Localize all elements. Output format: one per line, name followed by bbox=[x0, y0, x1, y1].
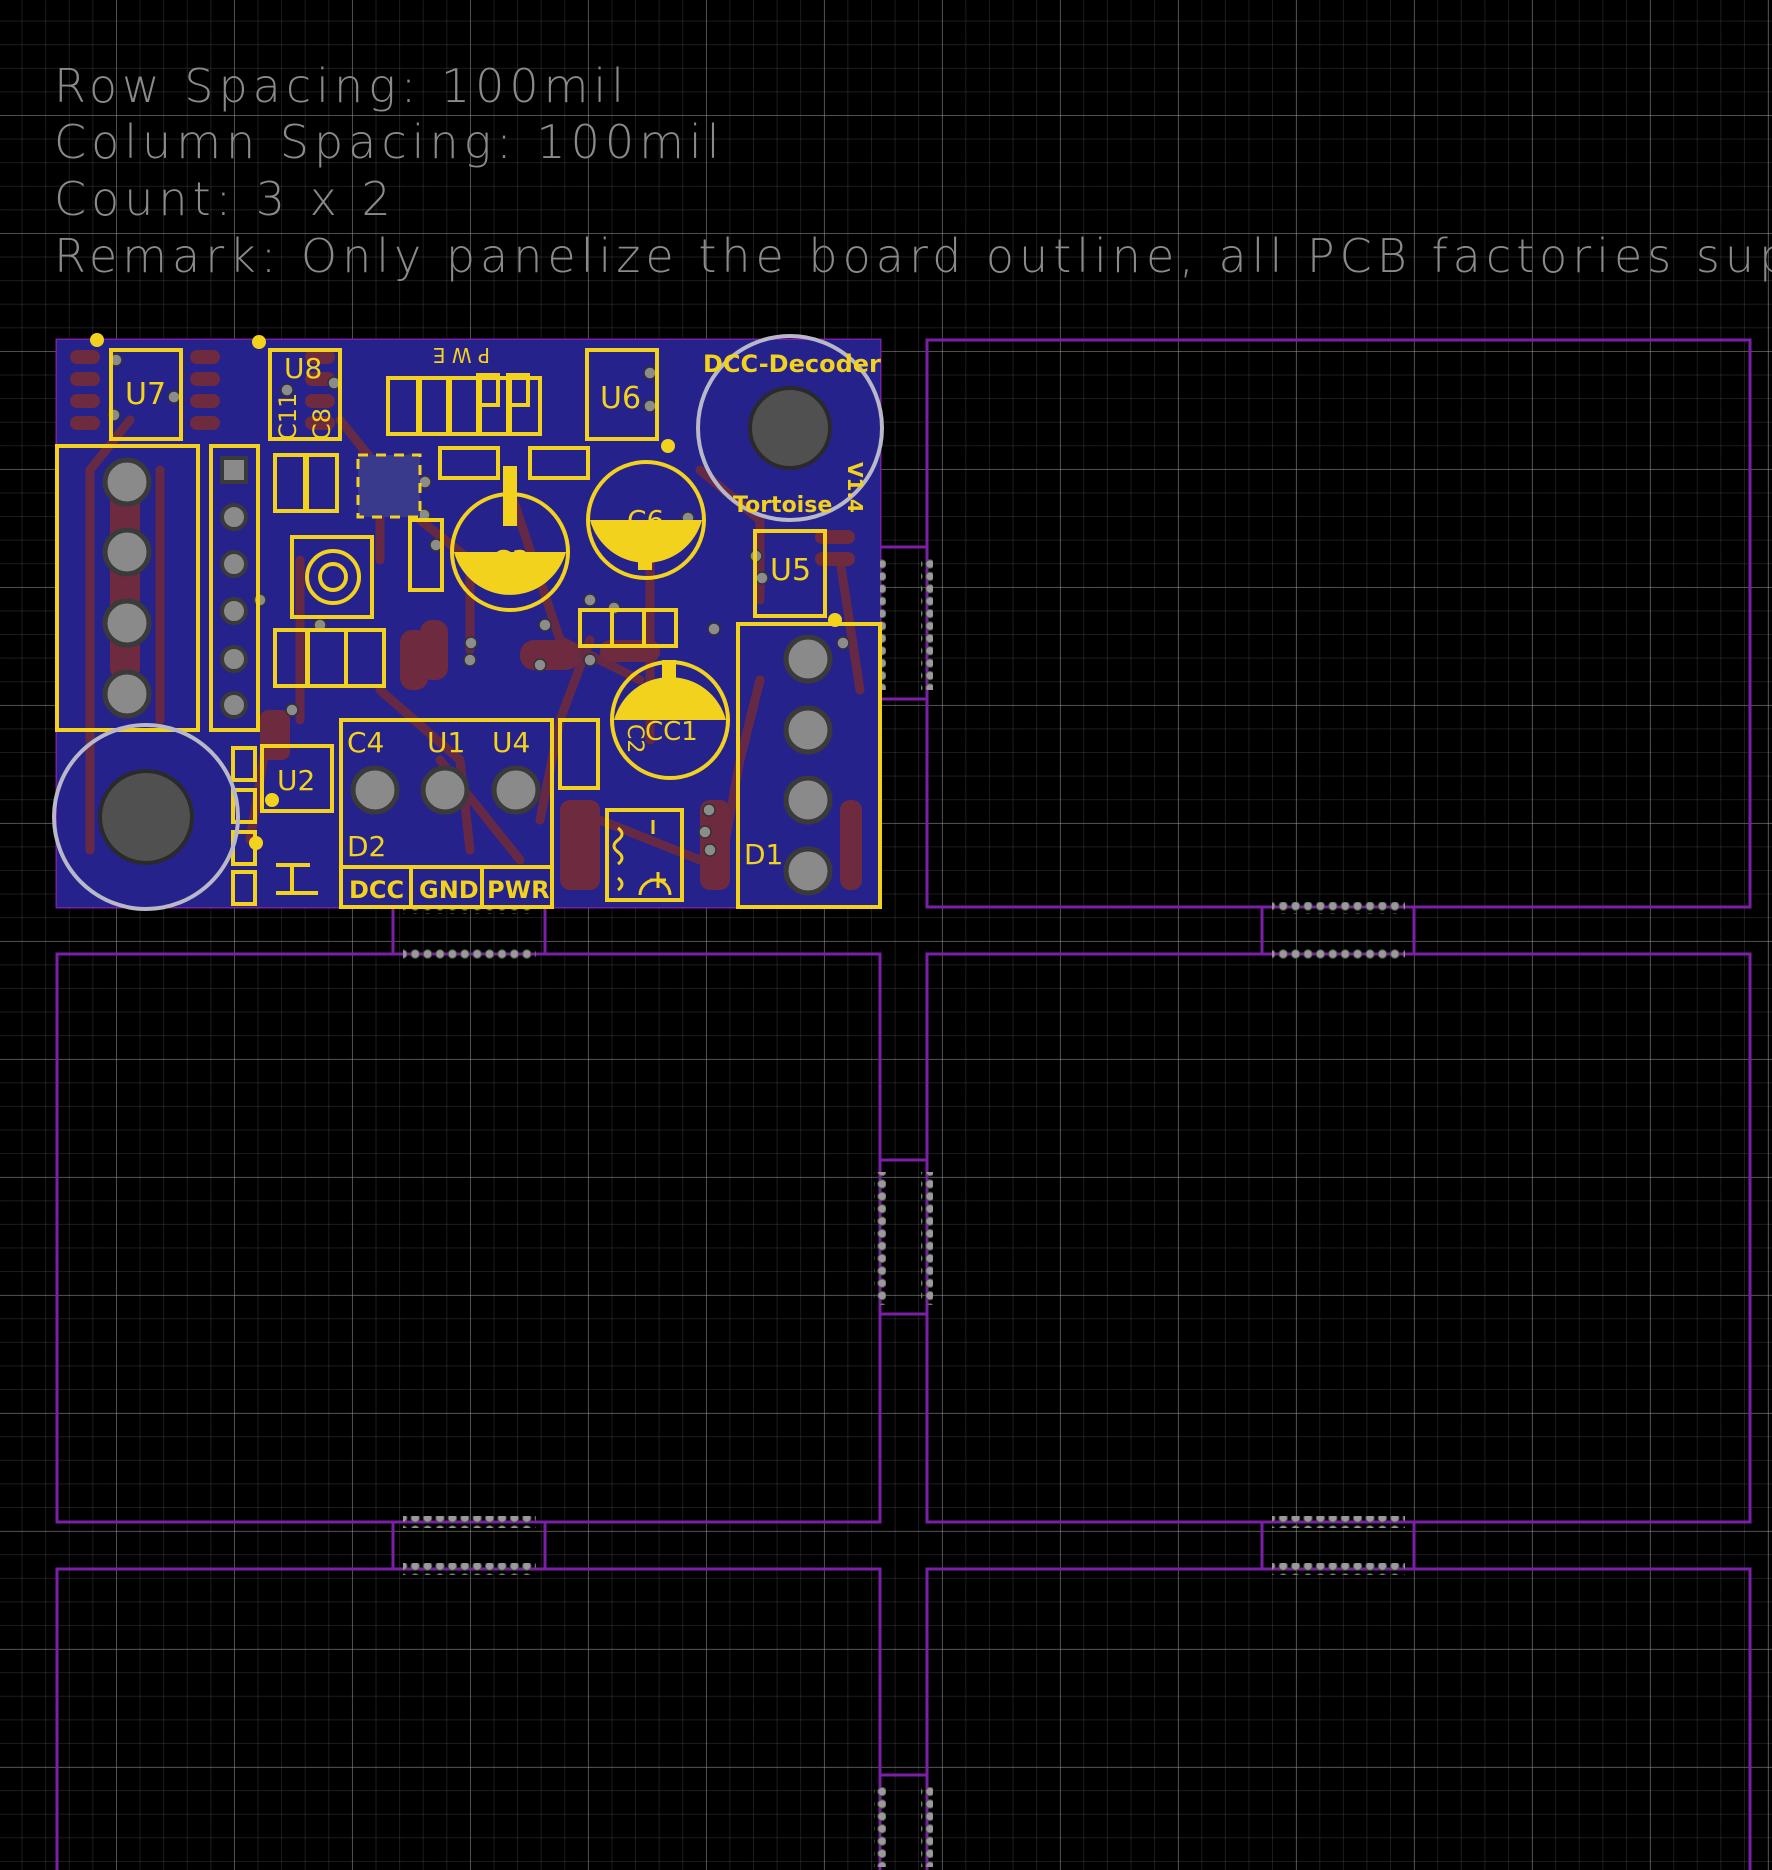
through-hole-pins bbox=[102, 456, 833, 896]
terminal-pwr-label: PWR bbox=[487, 876, 550, 904]
tab-h-2 bbox=[1260, 905, 1416, 956]
fiducial-dots bbox=[90, 333, 842, 850]
d1-connector-outline bbox=[736, 622, 882, 909]
cc1-label: CC1 bbox=[645, 717, 698, 747]
count-text: Count: 3 x 2 bbox=[54, 172, 396, 226]
u5-outline bbox=[753, 529, 827, 618]
terminal-gnd-label: GND bbox=[419, 876, 479, 904]
u8-outline bbox=[268, 348, 342, 441]
u2-outline bbox=[260, 744, 334, 813]
header-outline bbox=[209, 444, 260, 732]
board-outline-4 bbox=[925, 952, 1752, 1524]
left-connector-outline bbox=[55, 444, 200, 732]
c2-label: C2 bbox=[622, 724, 647, 753]
terminal-block-outline bbox=[339, 718, 554, 909]
column-spacing-text: Column Spacing: 100mil bbox=[54, 115, 725, 169]
pushbutton-outline bbox=[290, 535, 374, 619]
cap-polarity-fills bbox=[454, 466, 726, 720]
u6-label: U6 bbox=[600, 381, 641, 416]
u1-label: U1 bbox=[427, 726, 465, 759]
row-spacing-text: Row Spacing: 100mil bbox=[54, 59, 629, 113]
u4-label: U4 bbox=[492, 726, 530, 759]
board-outline-3 bbox=[55, 952, 882, 1524]
c4-label: C4 bbox=[347, 726, 384, 759]
tab-h-4 bbox=[1260, 1520, 1416, 1571]
u8-label: U8 bbox=[284, 352, 322, 385]
board-outline-5 bbox=[55, 1567, 882, 1870]
tab-h-1 bbox=[391, 905, 547, 956]
board-outline-6 bbox=[925, 1567, 1752, 1870]
mcu-chip bbox=[356, 453, 422, 519]
silkscreen bbox=[55, 348, 882, 909]
board-title: DCC-Decoder bbox=[703, 350, 881, 378]
board-version: V1.4 bbox=[843, 462, 867, 513]
u6-outline bbox=[585, 348, 659, 441]
mounting-holes bbox=[52, 334, 884, 911]
remark-text: Remark: Only panelize the board outline,… bbox=[54, 229, 1772, 283]
pcb-board[interactable]: U7 U8 C11 C8 U6 DCC-Decoder Tortoise V1.… bbox=[52, 333, 884, 911]
bridge-symbol bbox=[612, 820, 672, 896]
terminal-dcc-label: DCC bbox=[349, 876, 404, 904]
c6-label: C6 bbox=[627, 504, 664, 537]
u7-outline bbox=[109, 348, 183, 441]
mouse-bites bbox=[403, 557, 1405, 1867]
tab-h-3 bbox=[391, 1520, 547, 1571]
silkscreen-labels: U7 U8 C11 C8 U6 DCC-Decoder Tortoise V1.… bbox=[125, 343, 881, 904]
d2-label: D2 bbox=[347, 830, 386, 863]
c11-label: C11 bbox=[274, 393, 302, 440]
d1-label: D1 bbox=[744, 838, 783, 871]
c8-label: C8 bbox=[308, 408, 336, 440]
c3-label: C3 bbox=[492, 544, 529, 577]
c6-outline bbox=[586, 460, 706, 580]
u2-label: U2 bbox=[277, 764, 315, 797]
board-subtitle: Tortoise bbox=[733, 493, 832, 518]
tab-v-1 bbox=[878, 545, 929, 701]
board-outline-2 bbox=[925, 338, 1752, 909]
pwe-label: P W E bbox=[433, 343, 490, 367]
tab-v-2 bbox=[878, 1158, 929, 1316]
u5-label: U5 bbox=[770, 553, 811, 588]
tab-v-3 bbox=[878, 1773, 929, 1870]
u7-label: U7 bbox=[125, 377, 166, 412]
bridge-outline bbox=[605, 808, 684, 902]
